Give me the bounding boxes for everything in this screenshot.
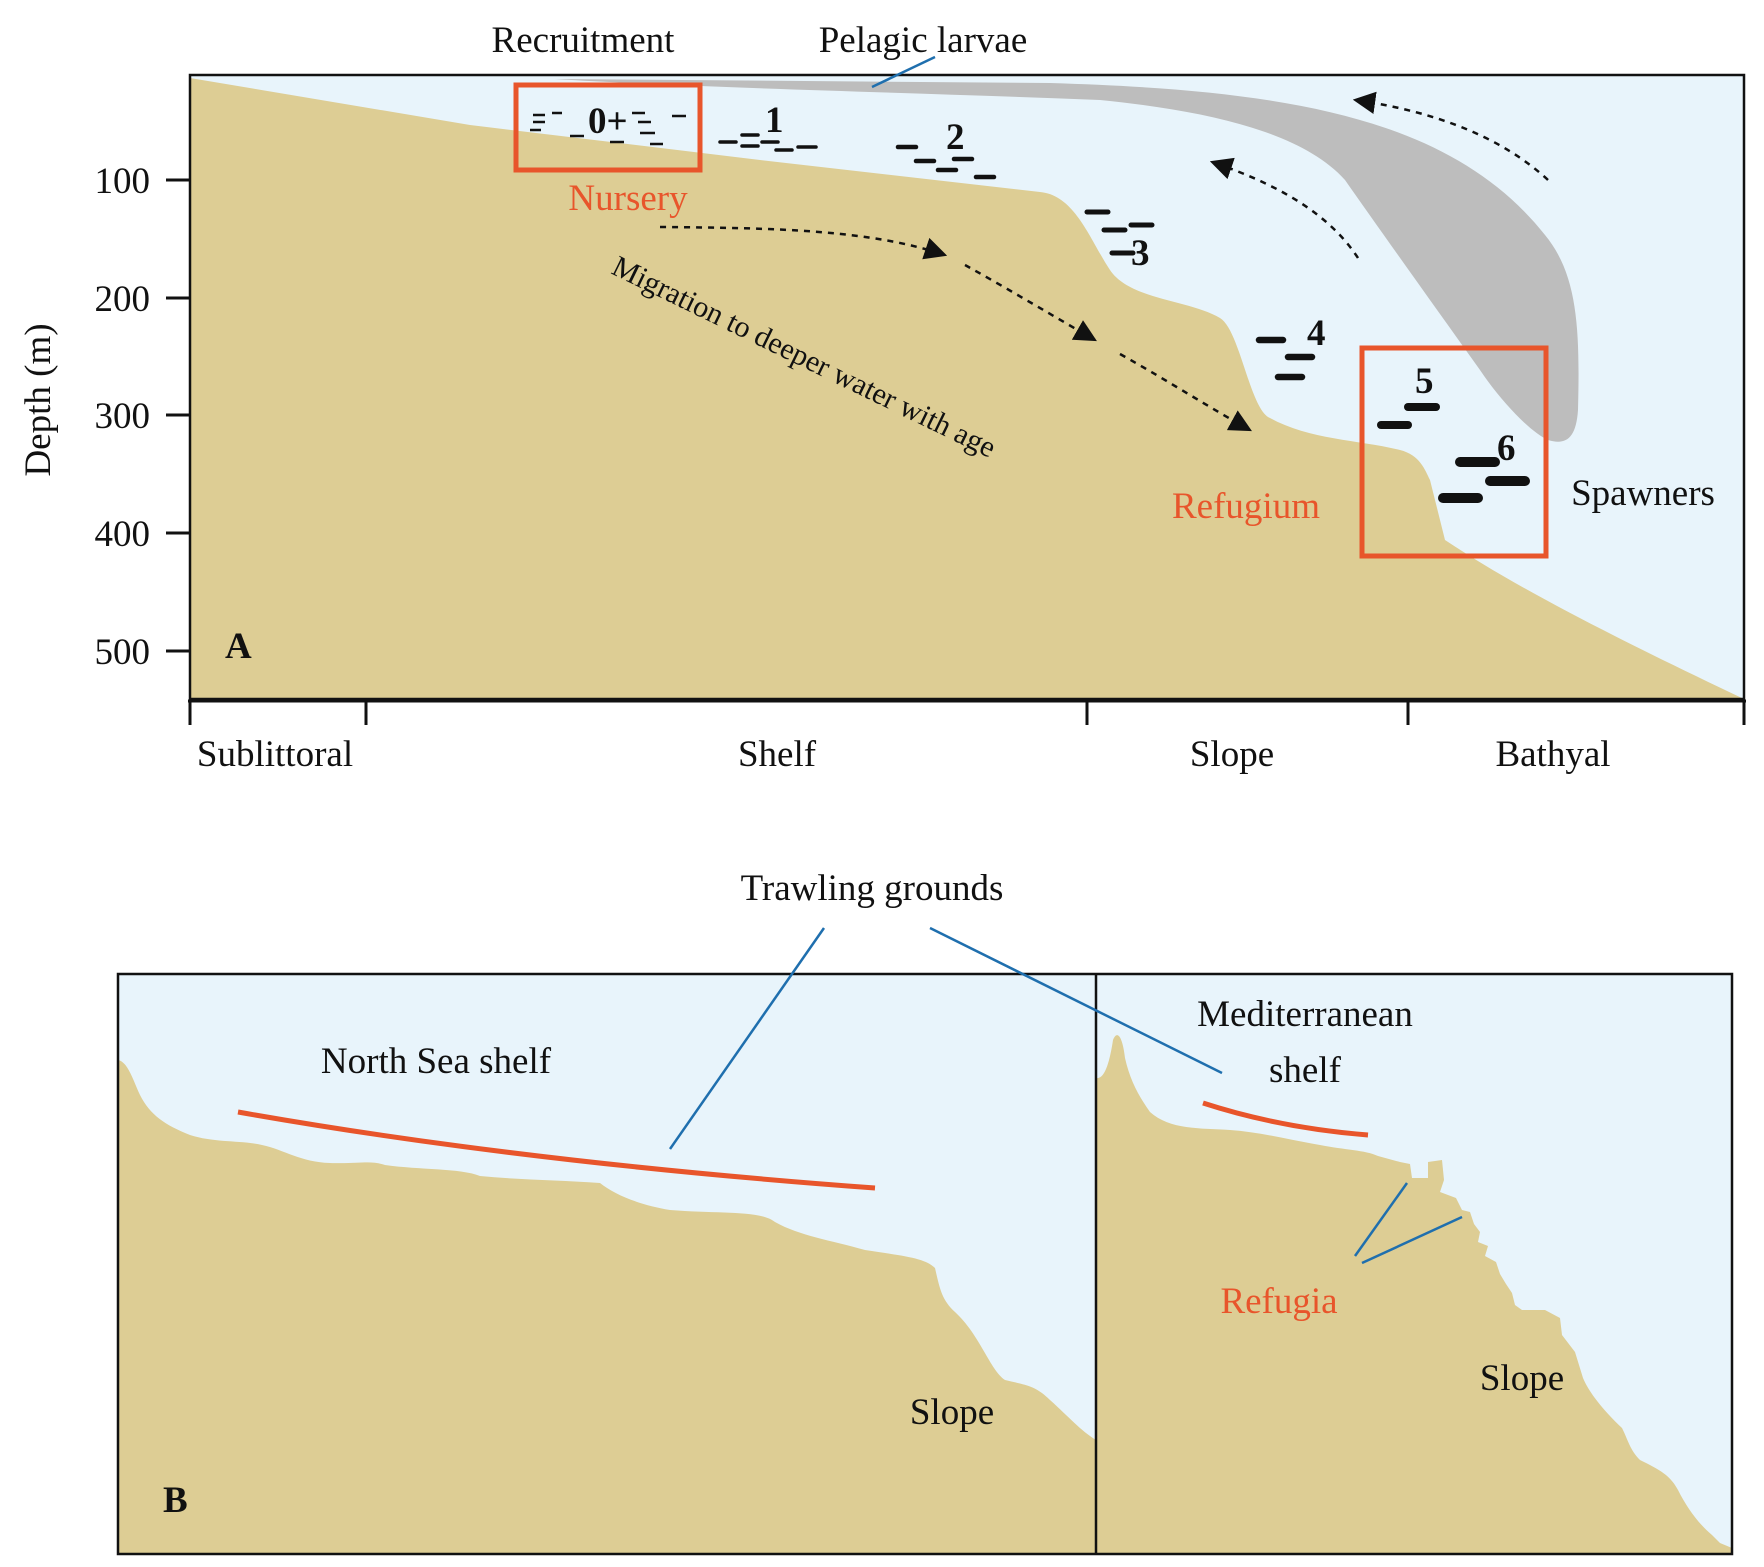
north-sea-label: North Sea shelf [321, 1041, 552, 1082]
larval-return-arrows [1209, 91, 1549, 259]
zone-sublittoral: Sublittoral [197, 734, 353, 775]
trawling-leader-right [929, 926, 1223, 1075]
recruitment-label: Recruitment [492, 20, 676, 61]
nursery-box [513, 82, 703, 173]
panel-a-frame [188, 73, 1746, 701]
age-6-group [1438, 457, 1530, 503]
age-2-group [895, 144, 997, 180]
y-tick-500: 500 [95, 632, 151, 673]
age-5-group [1377, 403, 1440, 429]
age-5-label: 5 [1415, 361, 1434, 402]
panel-b: Trawling grounds North Sea shelf Mediter… [116, 868, 1734, 1556]
y-tick-100: 100 [95, 161, 151, 202]
age-0-group [530, 111, 686, 146]
trawling-grounds-label: Trawling grounds [741, 868, 1004, 909]
panel-b-letter: B [163, 1480, 188, 1521]
refugia-label: Refugia [1220, 1281, 1337, 1322]
age-4-group [1255, 336, 1316, 381]
y-tick-300: 300 [95, 396, 151, 437]
refugium-box [1359, 345, 1549, 559]
slope-label-right: Slope [1480, 1358, 1564, 1399]
trawling-leader-left [668, 927, 826, 1150]
spawners-label: Spawners [1571, 473, 1715, 514]
zone-bathyal: Bathyal [1495, 734, 1610, 775]
panel-a-seabed [190, 78, 1744, 699]
med-seabed [1096, 1035, 1732, 1554]
panel-a: 100 200 300 400 500 Depth (m) Sublittora… [18, 20, 1746, 775]
y-axis-label: Depth (m) [18, 323, 59, 476]
zone-shelf: Shelf [738, 734, 817, 775]
zone-slope: Slope [1190, 734, 1274, 775]
age-3-label: 3 [1131, 233, 1150, 274]
age-2-label: 2 [946, 117, 965, 158]
med-label-line1: Mediterranean [1197, 994, 1413, 1035]
panel-a-letter: A [225, 626, 252, 667]
pelagic-larvae-leader [871, 55, 936, 89]
age-0-label: 0+ [588, 101, 628, 142]
age-6-label: 6 [1497, 428, 1516, 469]
north-sea-trawl-line [237, 1109, 876, 1191]
age-3-group [1084, 209, 1155, 256]
nursery-label: Nursery [568, 178, 688, 219]
refugium-label: Refugium [1172, 486, 1320, 527]
panel-b-frame [116, 972, 1734, 1556]
med-trawl-line [1202, 1100, 1369, 1138]
age-1-label: 1 [765, 100, 784, 141]
pelagic-larvae-label: Pelagic larvae [819, 20, 1028, 61]
refugia-leader-2 [1361, 1215, 1463, 1265]
migration-arrows [659, 225, 1252, 432]
north-sea-seabed [118, 1060, 1096, 1554]
zone-axis: Sublittoral Shelf Slope Bathyal [188, 699, 1746, 775]
age-4-label: 4 [1307, 313, 1326, 354]
y-tick-200: 200 [95, 279, 151, 320]
age-1-group [718, 133, 818, 152]
y-axis: 100 200 300 400 500 Depth (m) [18, 161, 190, 673]
y-tick-400: 400 [95, 514, 151, 555]
slope-label-left: Slope [910, 1392, 994, 1433]
refugia-leader-1 [1353, 1182, 1409, 1257]
med-label-line2: shelf [1269, 1050, 1342, 1091]
